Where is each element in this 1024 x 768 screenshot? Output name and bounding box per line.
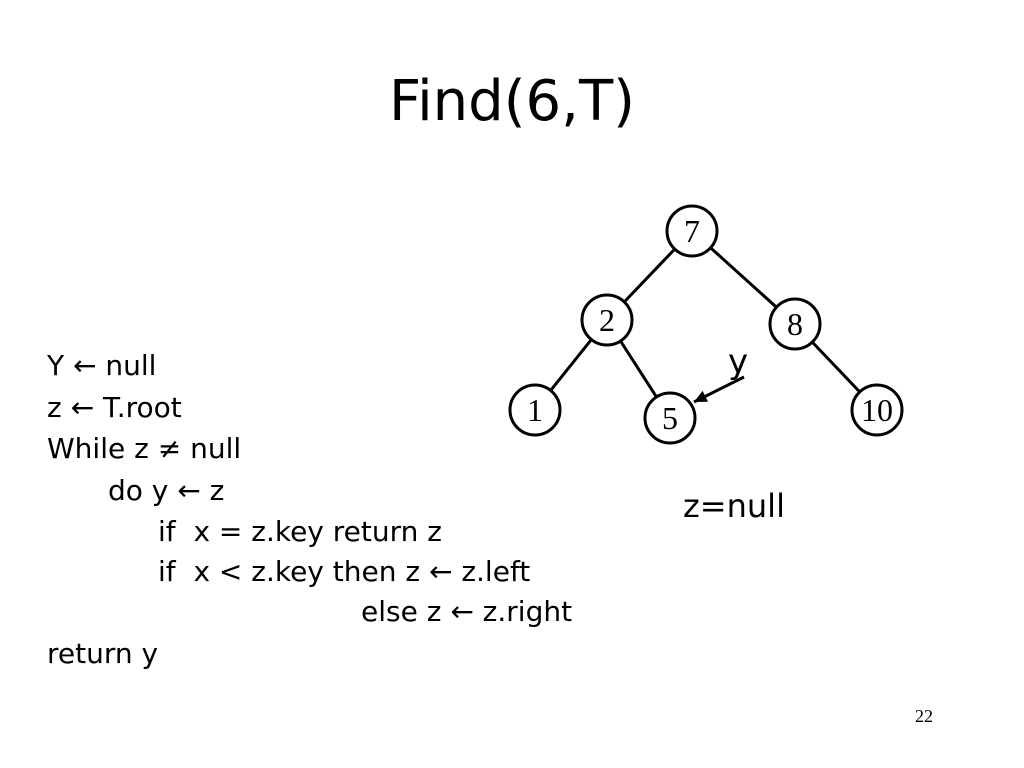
code-line-6: if x < z.key then z ← z.left [158, 555, 531, 588]
code-line-7: else z ← z.right [361, 595, 573, 628]
z-status-label: z=null [683, 487, 785, 525]
tree-node-circle [768, 297, 822, 351]
tree-node-2: 2 [580, 293, 634, 347]
tree-node-label: 10 [861, 392, 893, 428]
tree-node-circle [508, 383, 562, 437]
code-line-3: While z ≠ null [47, 432, 242, 465]
tree-node-8: 8 [768, 297, 822, 351]
tree-node-circle [580, 293, 634, 347]
tree-node-label: 2 [599, 302, 615, 338]
tree-node-circle [643, 391, 697, 445]
tree-node-circle [665, 204, 719, 258]
tree-node-label: 7 [684, 213, 700, 249]
code-line-8: return y [47, 637, 159, 670]
pointer-label-y: y [728, 342, 748, 382]
code-line-5: if x = z.key return z [158, 515, 442, 548]
tree-node-7: 7 [665, 204, 719, 258]
code-line-1: Y ← null [47, 349, 157, 382]
tree-node-5: 5 [643, 391, 697, 445]
tree-node-label: 1 [527, 392, 543, 428]
page-number: 22 [915, 706, 933, 726]
tree-node-10: 10 [850, 383, 904, 437]
tree-node-circle [850, 383, 904, 437]
tree-node-label: 5 [662, 400, 678, 436]
pointer-arrow-head [694, 390, 708, 402]
tree-node-label: 8 [787, 306, 803, 342]
code-line-2: z ← T.root [47, 391, 182, 424]
tree-node-1: 1 [508, 383, 562, 437]
code-line-4: do y ← z [108, 474, 225, 507]
slide-title: Find(6,T) [388, 69, 636, 134]
